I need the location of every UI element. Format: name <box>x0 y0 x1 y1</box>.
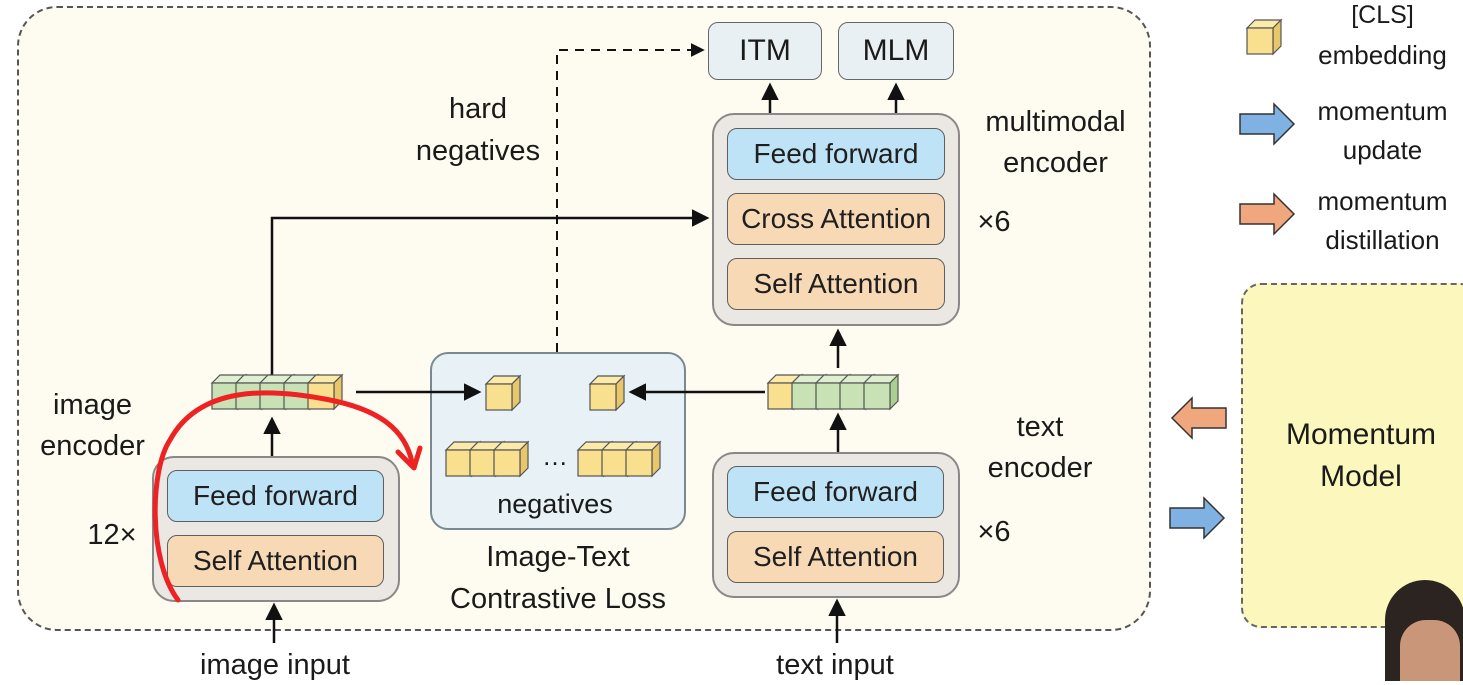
multimodal-encoder-title-2: encoder <box>1003 147 1108 179</box>
contrastive-loss-panel <box>430 352 686 530</box>
mlm-head: MLM <box>838 22 954 80</box>
negatives-left-cubes <box>445 441 529 477</box>
legend-cls-cube <box>1246 19 1282 55</box>
legend-update-label-2: update <box>1342 135 1423 165</box>
legend-distill-label-2: distillation <box>1325 225 1440 255</box>
image-encoder-title-2: encoder <box>40 430 145 462</box>
negatives-ellipsis: … <box>542 441 568 471</box>
momentum-distill-arrow <box>1171 397 1227 439</box>
multimodal-self-attention: Self Attention <box>727 258 945 310</box>
text-feed-forward: Feed forward <box>727 466 944 518</box>
text-encoder-title-2: encoder <box>987 452 1093 484</box>
legend-distill-label-1: momentum <box>1317 186 1448 216</box>
hard-negatives-label-1: hard <box>448 93 508 125</box>
hard-negatives-dashed-arrow <box>556 43 705 352</box>
negatives-right-cubes <box>577 441 661 477</box>
legend-update-arrow <box>1239 103 1295 145</box>
presenter-face <box>1400 620 1460 681</box>
negatives-label: negatives <box>497 489 613 519</box>
multimodal-encoder-title-1: multimodal <box>985 106 1126 138</box>
red-annotation-curve <box>152 390 415 603</box>
red-annotation-arrowhead <box>395 445 423 471</box>
text-feature-cubes <box>767 374 899 410</box>
itc-image-cls-cube <box>485 375 521 411</box>
legend-cls-label-2: embedding <box>1318 40 1447 70</box>
image-encoder-title-1: image <box>53 389 132 421</box>
itc-text-cls-cube <box>589 375 625 411</box>
image-self-attention: Self Attention <box>167 535 384 587</box>
multimodal-feed-forward: Feed forward <box>727 128 945 180</box>
text-encoder-title-1: text <box>1016 411 1064 443</box>
momentum-update-arrow <box>1169 497 1225 539</box>
multimodal-cross-attention: Cross Attention <box>727 193 945 245</box>
momentum-model-panel <box>1241 283 1463 628</box>
legend-update-label-1: momentum <box>1317 96 1448 126</box>
text-self-attention: Self Attention <box>727 531 944 583</box>
text-repeat-label: ×6 <box>977 516 1011 548</box>
image-input-label: image input <box>200 649 350 681</box>
text-input-label: text input <box>776 649 894 681</box>
momentum-model-label-2: Model <box>1320 460 1402 493</box>
image-feed-forward: Feed forward <box>167 470 384 522</box>
legend-cls-label-1: [CLS] <box>1351 1 1414 29</box>
momentum-model-label-1: Momentum <box>1285 418 1437 451</box>
itm-head: ITM <box>708 22 822 80</box>
hard-negatives-label-2: negatives <box>415 135 541 167</box>
image-repeat-label: 12× <box>87 519 137 551</box>
contrastive-caption-1: Image-Text <box>486 541 630 573</box>
contrastive-caption-2: Contrastive Loss <box>450 583 666 615</box>
image-to-cross-attention-arrow <box>270 209 710 376</box>
legend-distill-arrow <box>1239 193 1295 235</box>
multimodal-repeat-label: ×6 <box>977 206 1011 238</box>
